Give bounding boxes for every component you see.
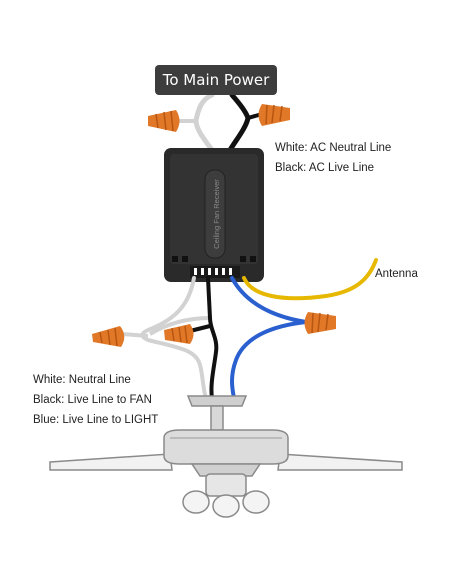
label-ac-neutral: White: AC Neutral Line <box>275 142 392 154</box>
black-wire-to-fan <box>206 276 219 400</box>
top-black-wire <box>227 92 251 153</box>
ceiling-fan <box>49 395 403 518</box>
black-lead-nut <box>189 324 211 333</box>
white-lead-left <box>121 332 149 338</box>
wire-nut-top-left <box>148 110 180 132</box>
label-ac-live: Black: AC Live Line <box>275 162 375 174</box>
antenna-wire <box>242 258 378 301</box>
top-white-wire <box>193 92 215 153</box>
label-light: Blue: Live Line to LIGHT <box>33 414 159 426</box>
label-neutral: White: Neutral Line <box>33 374 131 386</box>
wire-nut-bottom-left <box>92 326 125 347</box>
blue-wire-to-light <box>230 320 308 400</box>
wire-nut-bottom-middle <box>164 324 194 344</box>
white-lead-motor <box>148 316 211 336</box>
blue-wire-from-module <box>230 276 308 324</box>
wire-nut-top-right <box>258 104 290 126</box>
main-power-title: To Main Power <box>155 65 277 95</box>
white-wire-to-fan <box>140 276 208 400</box>
label-fan: Black: Live Line to FAN <box>33 394 152 406</box>
receiver-module <box>164 148 264 282</box>
label-antenna: Antenna <box>375 268 418 280</box>
module-label: Ceiling Fan Receiver <box>212 179 221 249</box>
wire-nut-bottom-right <box>304 312 336 334</box>
